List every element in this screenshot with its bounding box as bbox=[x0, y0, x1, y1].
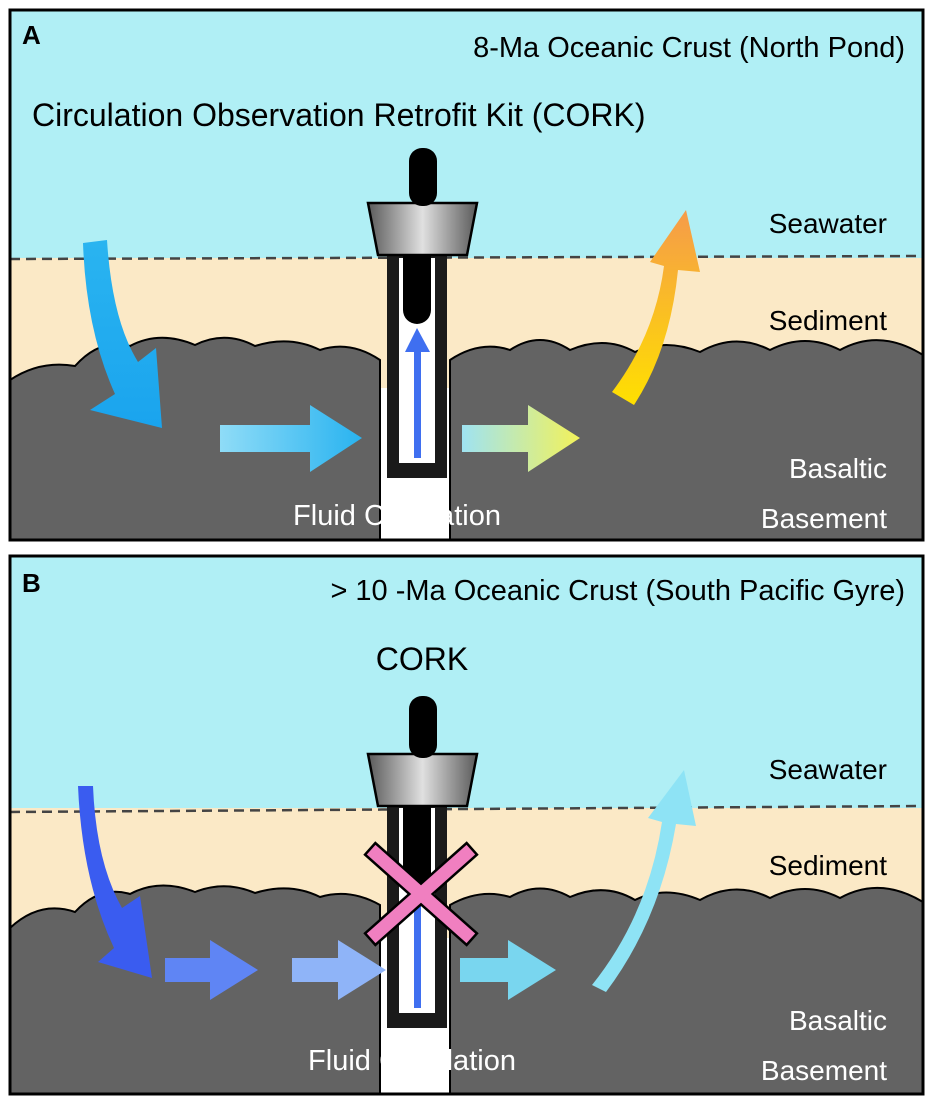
panel-b-cork-cap bbox=[366, 752, 479, 808]
panel-a: A 8-Ma Oceanic Crust (North Pond) Circul… bbox=[8, 8, 925, 542]
panel-b-upflow-arrow bbox=[592, 770, 696, 992]
panel-a-upflow-arrow bbox=[612, 210, 700, 405]
panel-b-cork-flow-shaft bbox=[414, 898, 421, 1008]
panel-a-frame bbox=[8, 8, 925, 542]
panel-a-letter: A bbox=[22, 20, 41, 50]
panel-a-basement-label-1: Basaltic bbox=[789, 453, 887, 484]
panel-a-sediment-label: Sediment bbox=[769, 305, 888, 336]
panel-a-basement-label-2: Basement bbox=[761, 503, 887, 534]
panel-a-downflow-arrow bbox=[83, 240, 162, 428]
panel-b-cork-stem bbox=[409, 696, 437, 758]
panel-a-flow-arrow-left bbox=[220, 405, 362, 472]
panel-b-frame bbox=[8, 554, 925, 1096]
panel-a-cork bbox=[366, 148, 479, 478]
panel-b-title: > 10 -Ma Oceanic Crust (South Pacific Gy… bbox=[330, 575, 905, 607]
panel-b-cork-plug bbox=[403, 788, 431, 888]
panel-b-flow-label: Fluid Circulation bbox=[308, 1045, 516, 1077]
panel-a-cork-plug bbox=[403, 238, 431, 324]
panel-b-subtitle: CORK bbox=[376, 641, 468, 677]
panel-b-flow-arrow-3 bbox=[460, 940, 556, 1000]
panel-a-cork-flow-shaft bbox=[414, 350, 421, 458]
panel-b-flow-arrow-1 bbox=[165, 940, 258, 1000]
panel-a-cork-cap bbox=[366, 201, 479, 257]
panel-a-flow-arrow-right bbox=[462, 405, 580, 472]
panel-a-cork-stem bbox=[409, 148, 437, 206]
panel-b-cork bbox=[363, 696, 479, 1028]
cross-mark-icon bbox=[363, 841, 479, 947]
panel-a-subtitle: Circulation Observation Retrofit Kit (CO… bbox=[32, 97, 646, 133]
panel-a-seawater-label: Seawater bbox=[769, 208, 887, 239]
panel-a-cork-flow-head bbox=[405, 328, 430, 352]
panel-a-seafloor-line bbox=[9, 254, 924, 261]
panel-a-flow-label: Fluid Circulation bbox=[293, 500, 501, 532]
panel-b-sediment-label: Sediment bbox=[769, 850, 888, 881]
panel-b-flow-arrow-2 bbox=[292, 940, 386, 1000]
panel-b-downflow-arrow bbox=[78, 786, 152, 978]
panel-b-seawater-label: Seawater bbox=[769, 754, 887, 785]
panel-b-letter: B bbox=[22, 568, 41, 598]
panel-b-basement bbox=[9, 884, 924, 1095]
panel-b: B > 10 -Ma Oceanic Crust (South Pacific … bbox=[8, 554, 925, 1096]
panel-b-basement-label-2: Basement bbox=[761, 1055, 887, 1086]
panel-b-basement-label-1: Basaltic bbox=[789, 1005, 887, 1036]
panel-b-seafloor-line bbox=[9, 804, 924, 814]
panel-a-title: 8-Ma Oceanic Crust (North Pond) bbox=[473, 32, 905, 64]
